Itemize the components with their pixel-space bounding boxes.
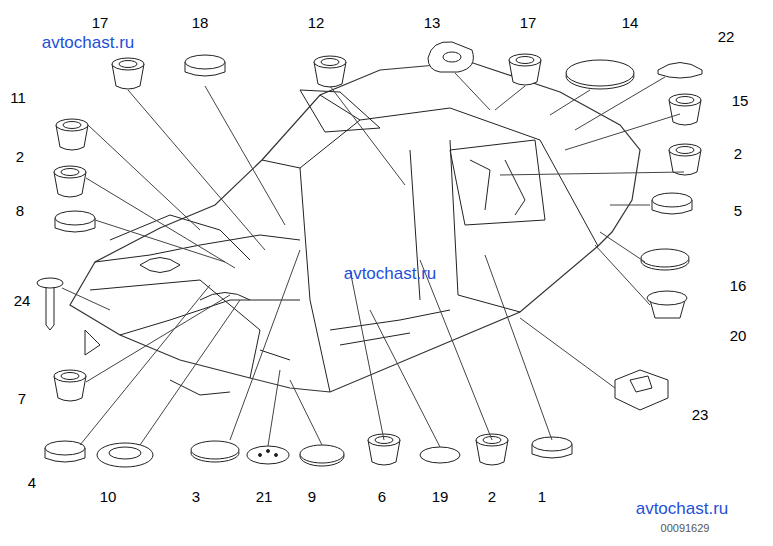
callout-number: 8 xyxy=(16,203,24,218)
watermark: avtochast.ru xyxy=(636,500,729,517)
callout-number: 22 xyxy=(718,29,735,44)
callout-number: 14 xyxy=(622,15,639,30)
callout-number: 20 xyxy=(730,328,747,343)
callout-number: 21 xyxy=(256,489,273,504)
callout-number: 2 xyxy=(16,149,24,164)
callout-number: 16 xyxy=(730,278,747,293)
callout-number: 6 xyxy=(378,489,386,504)
callout-number: 9 xyxy=(308,489,316,504)
callout-number: 2 xyxy=(488,489,496,504)
watermark: 00091629 xyxy=(661,523,710,534)
callout-number: 18 xyxy=(192,15,209,30)
callout-number: 5 xyxy=(734,203,742,218)
watermark: avtochast.ru xyxy=(344,265,437,282)
callout-number: 2 xyxy=(734,146,742,161)
callout-number: 10 xyxy=(100,489,117,504)
callout-number: 15 xyxy=(732,93,749,108)
callout-number: 11 xyxy=(10,90,26,105)
callout-number: 19 xyxy=(432,489,449,504)
callout-number: 17 xyxy=(520,15,537,30)
callout-number: 17 xyxy=(92,15,109,30)
callout-number: 12 xyxy=(308,15,325,30)
callout-number: 3 xyxy=(192,489,200,504)
callout-number: 1 xyxy=(538,489,546,504)
callout-number: 4 xyxy=(28,475,36,490)
watermark: avtochast.ru xyxy=(42,34,135,51)
callout-number: 7 xyxy=(18,391,26,406)
callout-number: 24 xyxy=(14,293,31,308)
callout-number: 13 xyxy=(424,15,441,30)
callout-number: 23 xyxy=(692,407,709,422)
